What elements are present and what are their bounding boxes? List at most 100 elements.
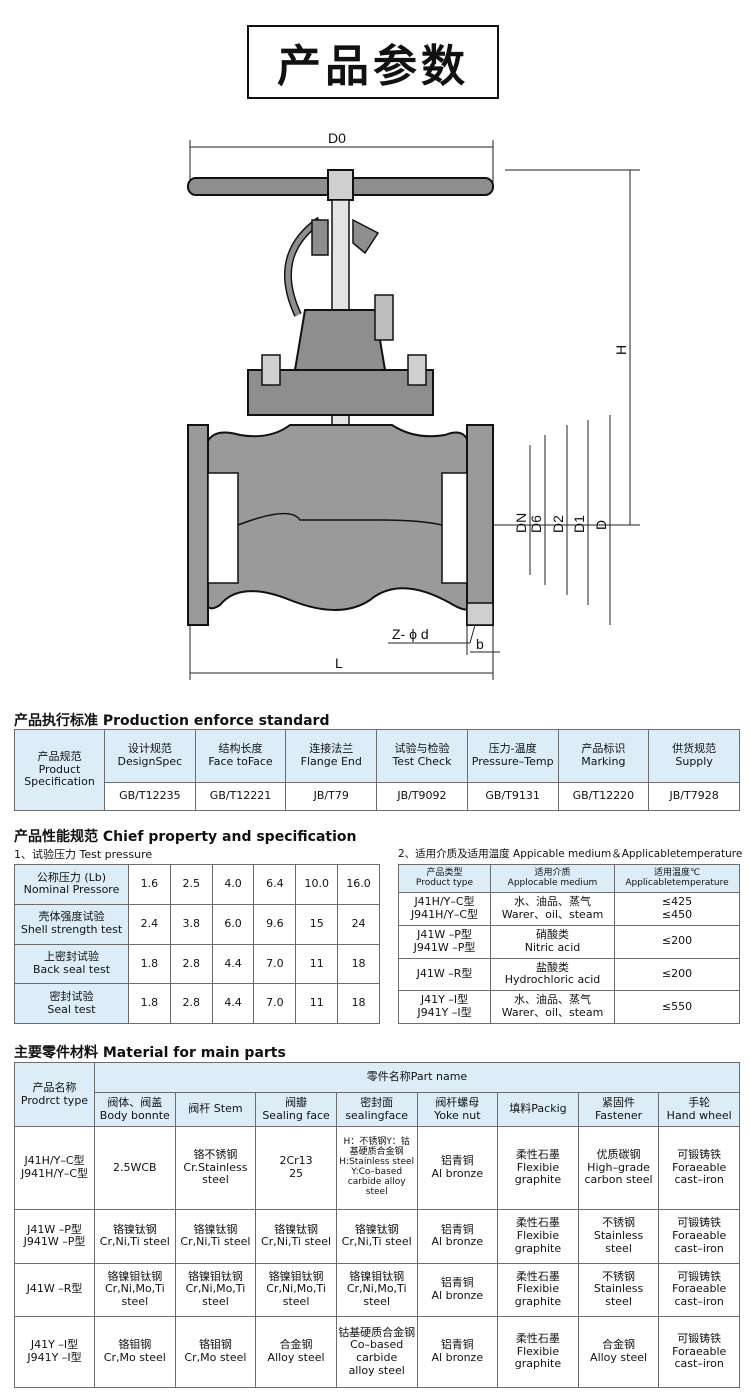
pressure-cell: 11 xyxy=(295,983,339,1024)
pressure-cell: 2.5 xyxy=(169,864,213,905)
test-pressure-table: 公称压力 (Lb)Nominal Pressore 1.6 2.5 4.0 6.… xyxy=(14,864,380,1024)
medium-temp: ≤200 xyxy=(614,924,740,959)
dim-d1-label: D1 xyxy=(571,515,587,533)
pressure-cell: 24 xyxy=(337,903,380,945)
pressure-cell: 6.0 xyxy=(211,903,255,945)
pressure-cell: 1.8 xyxy=(128,983,171,1024)
standard-value: GB/T12221 xyxy=(194,782,287,811)
pressure-cell: 6.4 xyxy=(253,864,297,905)
medium-temp: ≤200 xyxy=(614,957,740,992)
test-pressure-heading: 1、试验压力 Test pressure xyxy=(14,848,153,861)
dim-zd-label: Z- ϕ d xyxy=(392,626,429,642)
pressure-cell: 2.4 xyxy=(128,903,171,945)
medium-temp: ≤425≤450 xyxy=(614,892,740,926)
pressure-cell: 3.8 xyxy=(169,903,213,945)
pressure-cell: 11 xyxy=(295,943,339,985)
dim-l-label: L xyxy=(335,655,343,671)
pressure-cell: 1.8 xyxy=(128,943,171,985)
standard-value: JB/T9092 xyxy=(376,782,468,811)
standard-value: GB/T12220 xyxy=(557,782,650,811)
pressure-cell: 2.8 xyxy=(169,983,213,1024)
dim-b-label: b xyxy=(476,636,484,652)
standard-value: GB/T12235 xyxy=(104,782,196,811)
materials-type: J41W –R型 xyxy=(14,1262,95,1318)
material-cell: 2.5WCB xyxy=(94,1126,176,1210)
medium-type: J41W –R型 xyxy=(398,957,491,992)
valve-drawing: D0 H DN D6 D2 D1 D Z- ϕ d b L xyxy=(187,130,640,680)
pressure-cell: 2.8 xyxy=(169,943,213,985)
standard-value: JB/T79 xyxy=(285,782,378,811)
pressure-cell: 4.0 xyxy=(211,864,255,905)
pressure-cell: 1.6 xyxy=(128,864,171,905)
pressure-cell: 7.0 xyxy=(253,983,297,1024)
pressure-cell: 15 xyxy=(295,903,339,945)
standard-value: GB/T9131 xyxy=(466,782,559,811)
standard-row-header: 产品规范 Product Specification xyxy=(14,729,105,811)
pressure-cell: 4.4 xyxy=(211,983,255,1024)
dim-d0-label: D0 xyxy=(328,130,346,146)
pressure-cell: 18 xyxy=(337,943,380,985)
dim-dn-label: DN xyxy=(513,513,529,533)
pressure-cell: 7.0 xyxy=(253,943,297,985)
materials-col-header: 填料Packig xyxy=(497,1092,579,1127)
dim-d6-label: D6 xyxy=(528,515,544,533)
pressure-cell: 18 xyxy=(337,983,380,1024)
page-title: 产品参数 xyxy=(247,25,499,99)
materials-heading: 主要零件材料 Material for main parts xyxy=(14,1045,286,1061)
materials-part-header: 零件名称Part name xyxy=(94,1062,740,1093)
